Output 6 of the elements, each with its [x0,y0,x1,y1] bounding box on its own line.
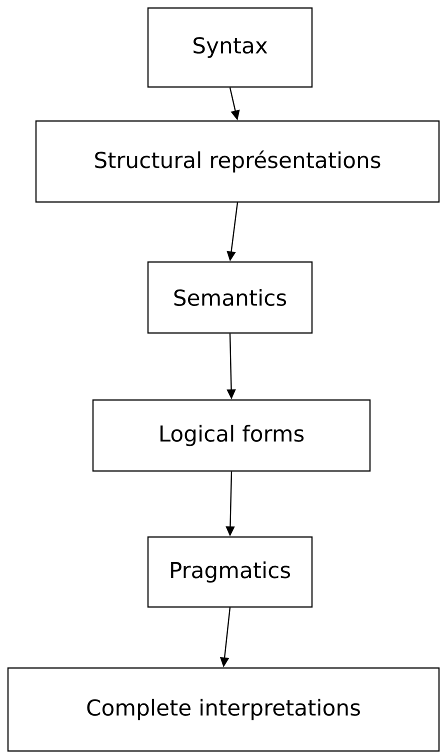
process-box: Pragmatics [147,536,313,608]
process-box: Complete interpretations [7,667,440,752]
process-box: Structural représentations [35,120,440,203]
process-box: Syntax [147,7,313,88]
process-box: Logical forms [92,399,371,472]
process-box: Semantics [147,261,313,334]
